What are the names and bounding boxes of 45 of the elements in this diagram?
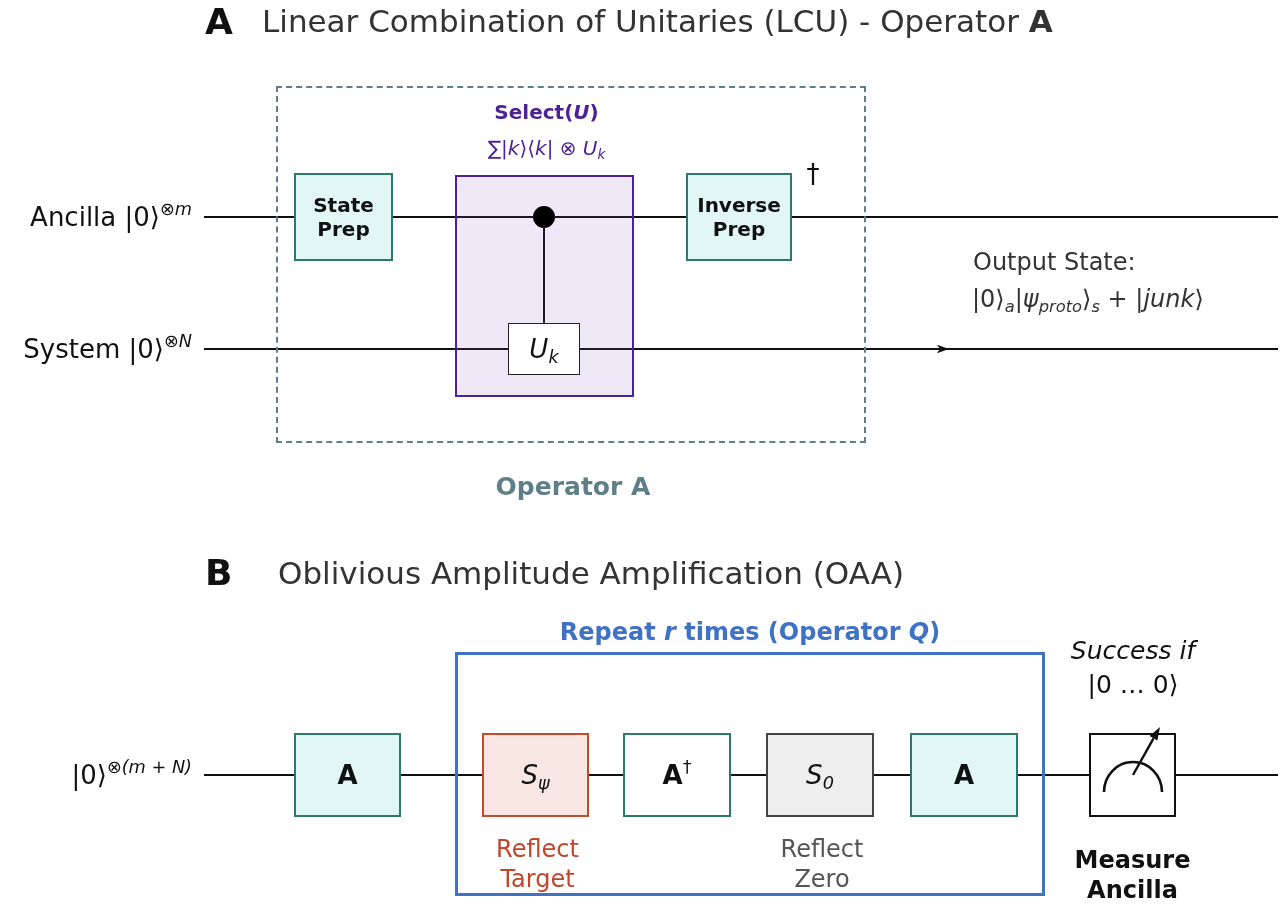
qubit-wire <box>873 774 911 776</box>
control-line <box>543 227 545 324</box>
register-label: Ancilla |0⟩$^{⊗m}$ <box>30 202 192 232</box>
output-state-formula: |0⟩$_{a}$|ψ$_{proto}$⟩$_{s}$ + |junk⟩ <box>972 284 1204 318</box>
qubit-wire <box>730 774 767 776</box>
qubit-wire <box>579 344 949 354</box>
select-formula: ∑|k⟩⟨k| ⊗ U$_{k}$ <box>486 135 607 164</box>
gate-box <box>508 323 580 375</box>
qubit-wire <box>1017 774 1090 776</box>
gate-box <box>623 733 731 817</box>
gate-box <box>294 173 393 261</box>
qubit-wire <box>203 774 295 776</box>
panel-title: Linear Combination of Unitaries (LCU) - Operator A <box>262 2 1053 41</box>
gate-label: U$_{k}$ <box>529 334 559 364</box>
panel-letter: B <box>205 551 233 595</box>
gate-label: A <box>953 760 975 790</box>
gate-label: A$^{†}$ <box>662 760 692 790</box>
qubit-wire <box>392 216 534 218</box>
gate-label: State Prep <box>312 193 375 241</box>
gate-label: A <box>337 760 358 790</box>
measure-label: Measure Ancilla <box>1073 845 1192 905</box>
gate-box <box>294 733 401 817</box>
qubit-wire <box>554 216 687 218</box>
gate-caption: Reflect Zero <box>779 834 865 894</box>
gate-box <box>910 733 1018 817</box>
dagger-mark: † <box>805 158 821 191</box>
qubit-wire <box>203 348 509 350</box>
qubit-wire <box>1175 774 1279 776</box>
gate-label: Inverse Prep <box>696 193 782 241</box>
repeat-heading: Repeat r times (Operator Q) <box>558 617 942 648</box>
register-label: System |0⟩$^{⊗N}$ <box>23 334 192 364</box>
qubit-wire <box>400 774 483 776</box>
success-condition: Success if |0 … 0⟩ <box>1069 635 1199 701</box>
register-label: |0⟩$^{⊗(m + N)}$ <box>71 760 192 790</box>
gate-caption: Reflect Target <box>495 834 580 894</box>
select-heading: Select(U) <box>493 99 600 126</box>
qubit-wire <box>203 216 295 218</box>
panel-letter: A <box>205 0 233 44</box>
gate-label: S$_{0}$ <box>806 760 834 790</box>
qubit-wire <box>791 216 1279 218</box>
group-label: Operator A <box>494 471 652 503</box>
control-dot <box>533 206 555 228</box>
output-state-label: Output State: <box>973 247 1136 278</box>
panel-title: Oblivious Amplitude Amplification (OAA) <box>278 554 905 593</box>
qubit-wire <box>588 774 624 776</box>
